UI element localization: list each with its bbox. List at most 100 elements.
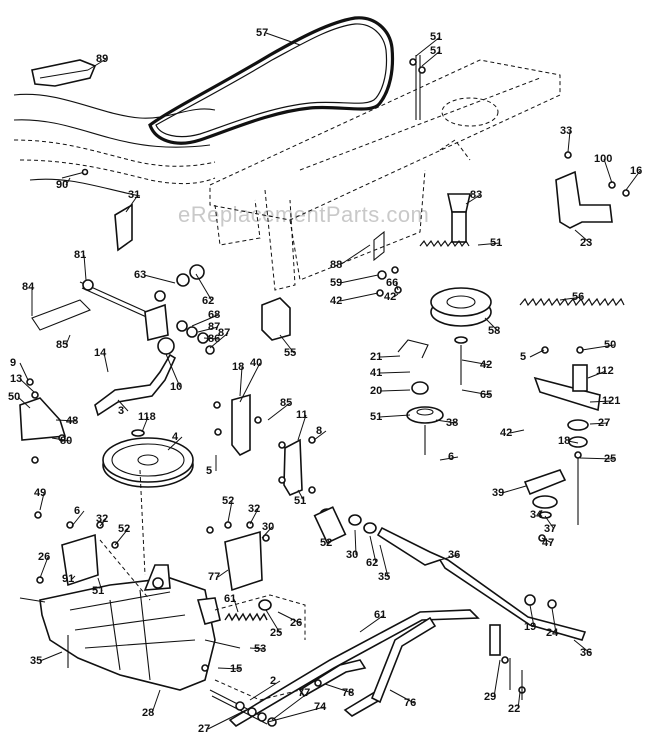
callout-number: 35 [378, 571, 390, 583]
callout-10: 10 [165, 353, 182, 393]
callout-number: 83 [470, 189, 482, 201]
callout-number: 5 [206, 465, 212, 477]
callout-leader [249, 680, 281, 701]
callout-leader [233, 598, 239, 613]
clutch-column [373, 55, 492, 455]
callout-81: 81 [74, 249, 87, 281]
callout-leader [209, 332, 229, 349]
idler-bracket [523, 364, 601, 525]
callout-number: 56 [572, 291, 584, 303]
callout-number: 19 [524, 621, 536, 633]
callout-number: 90 [56, 179, 68, 191]
callout-121: 121 [589, 395, 620, 407]
callout-61: 61 [359, 609, 386, 633]
callout-118: 118 [138, 411, 156, 433]
spring-66 [419, 239, 470, 248]
callout-14: 14 [94, 347, 109, 373]
callout-leader [51, 437, 71, 442]
callout-leader [529, 604, 535, 628]
callout-6: 6 [71, 505, 85, 527]
callout-number: 50 [8, 391, 20, 403]
callout-number: 30 [346, 549, 358, 561]
callout-leader [501, 485, 527, 494]
callout-number: 61 [374, 609, 386, 621]
callout-number: 53 [254, 643, 266, 655]
callout-68: 68 [191, 309, 220, 327]
callout-52: 52 [114, 523, 130, 546]
callout-leader [39, 556, 49, 579]
transaxle-1 [19, 564, 241, 691]
callout-leader [267, 706, 325, 723]
callout-48: 48 [55, 415, 78, 427]
callout-19: 19 [524, 604, 536, 633]
callout-number: 22 [508, 703, 520, 715]
pulley-3 [102, 429, 194, 488]
callout-number: 47 [542, 537, 554, 549]
spring-55 [519, 297, 625, 307]
callout-leader [191, 314, 219, 327]
callout-leader [509, 429, 525, 434]
callout-number: 51 [430, 45, 442, 57]
callout-36: 36 [439, 549, 460, 561]
callout-number: 18 [232, 361, 244, 373]
callout-59: 59 [330, 274, 379, 289]
callout-number: 66 [386, 277, 398, 289]
callout-leader [87, 58, 107, 71]
callout-23: 23 [574, 229, 592, 249]
callout-number: 16 [630, 165, 642, 177]
callout-30: 30 [261, 521, 274, 539]
callout-number: 37 [544, 523, 556, 535]
callout-85: 85 [56, 334, 71, 351]
callout-42: 42 [461, 359, 492, 371]
callout-leader [203, 337, 219, 340]
callout-leader [165, 353, 181, 388]
callout-77: 77 [208, 569, 229, 583]
callout-leader [369, 535, 377, 564]
callout-30: 30 [346, 529, 358, 561]
callout-leader [439, 554, 459, 561]
callout-layer: 8990573151513310016238381636284856887868… [8, 27, 642, 735]
callout-58: 58 [484, 317, 500, 337]
callout-leader [379, 371, 411, 374]
callout-27: 27 [589, 417, 610, 429]
callout-leader [379, 544, 389, 578]
callout-number: 39 [492, 487, 504, 499]
callout-18: 18 [558, 435, 579, 447]
bracket-58 [261, 297, 291, 341]
callout-leader [461, 359, 491, 366]
callout-35: 35 [30, 651, 63, 667]
callout-number: 52 [118, 523, 130, 535]
callout-leader [271, 692, 309, 721]
callout-51: 51 [421, 45, 442, 67]
callout-4: 4 [167, 431, 183, 451]
callout-number: 6 [74, 505, 80, 517]
callout-52: 52 [320, 537, 332, 549]
callout-27: 27 [198, 709, 247, 735]
callout-84: 84 [22, 281, 35, 316]
callout-number: 4 [172, 431, 179, 443]
callout-57: 57 [256, 27, 301, 46]
callout-number: 65 [480, 389, 492, 401]
callout-18: 18 [232, 361, 244, 397]
callout-number: 27 [198, 723, 210, 735]
bracket-5-upper [231, 393, 251, 457]
callout-number: 29 [484, 691, 496, 703]
callout-number: 62 [366, 557, 378, 569]
callout-56: 56 [559, 291, 584, 303]
callout-number: 49 [34, 487, 46, 499]
callout-leader [249, 508, 259, 525]
callout-50: 50 [8, 391, 31, 409]
callout-number: 42 [500, 427, 512, 439]
callout-leader [217, 569, 229, 578]
callout-8: 8 [313, 425, 327, 441]
callout-number: 91 [62, 573, 74, 585]
callout-number: 2 [270, 675, 276, 687]
callout-number: 100 [594, 153, 612, 165]
callout-leader [117, 399, 129, 412]
callout-number: 61 [224, 593, 236, 605]
callout-number: 63 [134, 269, 146, 281]
callout-leader [297, 489, 305, 502]
callout-26: 26 [277, 611, 302, 629]
callout-leader [589, 400, 613, 403]
callout-31: 31 [125, 189, 140, 213]
